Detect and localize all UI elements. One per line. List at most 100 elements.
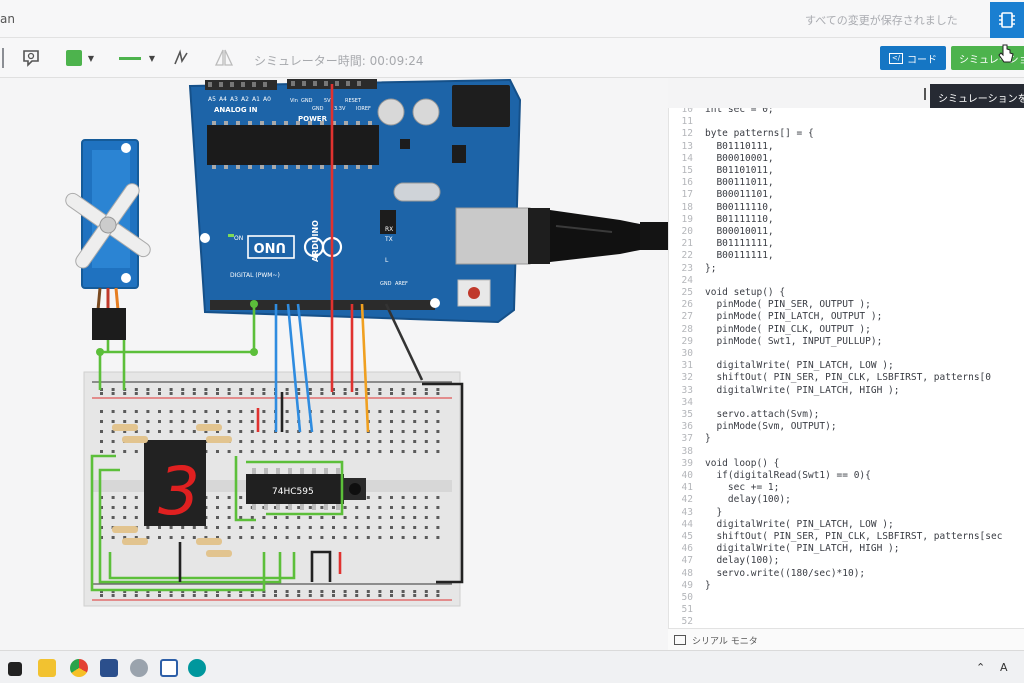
- code-line[interactable]: 22 B00111111,: [669, 250, 1024, 262]
- code-line[interactable]: 26 pinMode( PIN_SER, OUTPUT );: [669, 299, 1024, 311]
- pushbutton[interactable]: [344, 478, 366, 500]
- code-line[interactable]: 36 pinMode(Svm, OUTPUT);: [669, 421, 1024, 433]
- code-line[interactable]: 32 shiftOut( PIN_SER, PIN_CLK, LSBFIRST,…: [669, 372, 1024, 384]
- windows-icon[interactable]: [8, 662, 22, 676]
- tray-chevron-icon[interactable]: ⌃: [976, 661, 986, 674]
- breadboard-hole: [401, 392, 405, 395]
- code-line[interactable]: 13 B01110111,: [669, 141, 1024, 153]
- code-line[interactable]: 20 B00010011,: [669, 226, 1024, 238]
- code-line[interactable]: 31 digitalWrite( PIN_LATCH, LOW );: [669, 360, 1024, 372]
- breadboard-hole: [390, 526, 393, 529]
- code-line[interactable]: 33 digitalWrite( PIN_LATCH, HIGH );: [669, 385, 1024, 397]
- code-line[interactable]: 50: [669, 592, 1024, 604]
- components-panel-button[interactable]: [990, 2, 1024, 38]
- shift-register-ic[interactable]: 74HC595: [246, 468, 344, 510]
- code-line[interactable]: 28 pinMode( PIN_CLK, OUTPUT );: [669, 324, 1024, 336]
- breadboard-hole: [320, 410, 324, 413]
- ic-label: 74HC595: [272, 487, 314, 497]
- code-line[interactable]: 34: [669, 397, 1024, 409]
- code-line[interactable]: 43 }: [669, 507, 1024, 519]
- code-line[interactable]: 23};: [669, 263, 1024, 275]
- breadboard-hole: [123, 590, 127, 593]
- code-line[interactable]: 27 pinMode( PIN_LATCH, OUTPUT );: [669, 311, 1024, 323]
- capacitor: [412, 98, 440, 126]
- code-line[interactable]: 29 pinMode( Swt1, INPUT_PULLUP);: [669, 336, 1024, 348]
- power-pin-label: Vin: [290, 98, 298, 104]
- arduino-uno-board[interactable]: A5 A4 A3 A2 A1 A0 ANALOG IN POWER Vin GN…: [188, 78, 531, 324]
- code-line[interactable]: 41 sec += 1;: [669, 482, 1024, 494]
- code-line[interactable]: 15 B01101011,: [669, 165, 1024, 177]
- breadboard-hole: [401, 496, 405, 499]
- window-icon[interactable]: [160, 659, 178, 677]
- note-icon[interactable]: [20, 46, 42, 70]
- breadboard-hole: [343, 440, 347, 443]
- code-line[interactable]: 11: [669, 116, 1024, 128]
- seven-segment-display[interactable]: 3: [144, 440, 206, 530]
- rx-label: RX: [385, 226, 393, 233]
- breadboard-hole: [134, 392, 138, 395]
- code-line[interactable]: 35 servo.attach(Svm);: [669, 409, 1024, 421]
- code-line[interactable]: 16 B00111011,: [669, 177, 1024, 189]
- serial-monitor-bar[interactable]: シリアル モニタ: [668, 628, 1024, 650]
- breadboard-hole: [366, 594, 370, 597]
- code-line[interactable]: 19 B01111110,: [669, 214, 1024, 226]
- file-explorer-icon[interactable]: [38, 659, 56, 677]
- code-line[interactable]: 24: [669, 275, 1024, 287]
- flip-icon[interactable]: [170, 46, 192, 70]
- arduino-icon[interactable]: [188, 659, 206, 677]
- fill-color-picker[interactable]: ▼: [60, 46, 100, 70]
- breadboard-hole: [378, 536, 382, 539]
- code-line[interactable]: 30: [669, 348, 1024, 360]
- input-mode-indicator[interactable]: A: [1000, 661, 1008, 674]
- code-line[interactable]: 40 if(digitalRead(Swt1) == 0){: [669, 470, 1024, 482]
- breadboard-hole: [123, 594, 127, 597]
- mirror-icon[interactable]: [212, 46, 236, 70]
- code-line[interactable]: 21 B01111111,: [669, 238, 1024, 250]
- breadboard-hole: [308, 516, 312, 519]
- code-line[interactable]: 45 shiftOut( PIN_SER, PIN_CLK, LSBFIRST,…: [669, 531, 1024, 543]
- arduino-brand: ARDUINO: [311, 220, 320, 262]
- wire-style-picker[interactable]: ▼: [114, 46, 160, 70]
- code-line[interactable]: 17 B00011101,: [669, 189, 1024, 201]
- breadboard-hole: [285, 392, 289, 395]
- code-line[interactable]: 46 digitalWrite( PIN_LATCH, HIGH );: [669, 543, 1024, 555]
- line-number: 52: [681, 616, 693, 628]
- code-line[interactable]: 49}: [669, 580, 1024, 592]
- breadboard-hole: [250, 430, 254, 433]
- servo-connector: [92, 308, 126, 340]
- line-number: 37: [681, 433, 693, 445]
- code-line[interactable]: 37}: [669, 433, 1024, 445]
- code-line[interactable]: 52: [669, 616, 1024, 628]
- breadboard-hole: [332, 388, 335, 391]
- circuit-canvas[interactable]: A5 A4 A3 A2 A1 A0 ANALOG IN POWER Vin GN…: [0, 78, 668, 650]
- code-line[interactable]: 18 B00111110,: [669, 202, 1024, 214]
- breadboard-hole: [250, 536, 254, 539]
- breadboard-hole: [320, 536, 324, 539]
- code-line[interactable]: 51: [669, 604, 1024, 616]
- code-line[interactable]: 14 B00010001,: [669, 153, 1024, 165]
- power-pin-label: 5V: [324, 98, 331, 104]
- code-button[interactable]: </ コード: [880, 46, 946, 70]
- breadboard-hole: [343, 516, 347, 519]
- breadboard-hole: [297, 590, 301, 593]
- breadboard-hole: [320, 594, 324, 597]
- servo-motor[interactable]: [38, 139, 177, 340]
- code-line[interactable]: 47 delay(100);: [669, 555, 1024, 567]
- design-title[interactable]: an: [0, 12, 15, 26]
- settings-gear-icon[interactable]: [130, 659, 148, 677]
- code-line[interactable]: 48 servo.write((180/sec)*10);: [669, 568, 1024, 580]
- breadboard-hole: [436, 594, 440, 597]
- code-line[interactable]: 44 digitalWrite( PIN_LATCH, LOW );: [669, 519, 1024, 531]
- chrome-icon[interactable]: [70, 659, 88, 677]
- breadboard-hole: [262, 388, 266, 391]
- app-icon[interactable]: [100, 659, 118, 677]
- code-line[interactable]: 38: [669, 446, 1024, 458]
- breadboard-hole: [204, 410, 208, 413]
- code-line[interactable]: 42 delay(100);: [669, 494, 1024, 506]
- breadboard-hole: [332, 430, 335, 433]
